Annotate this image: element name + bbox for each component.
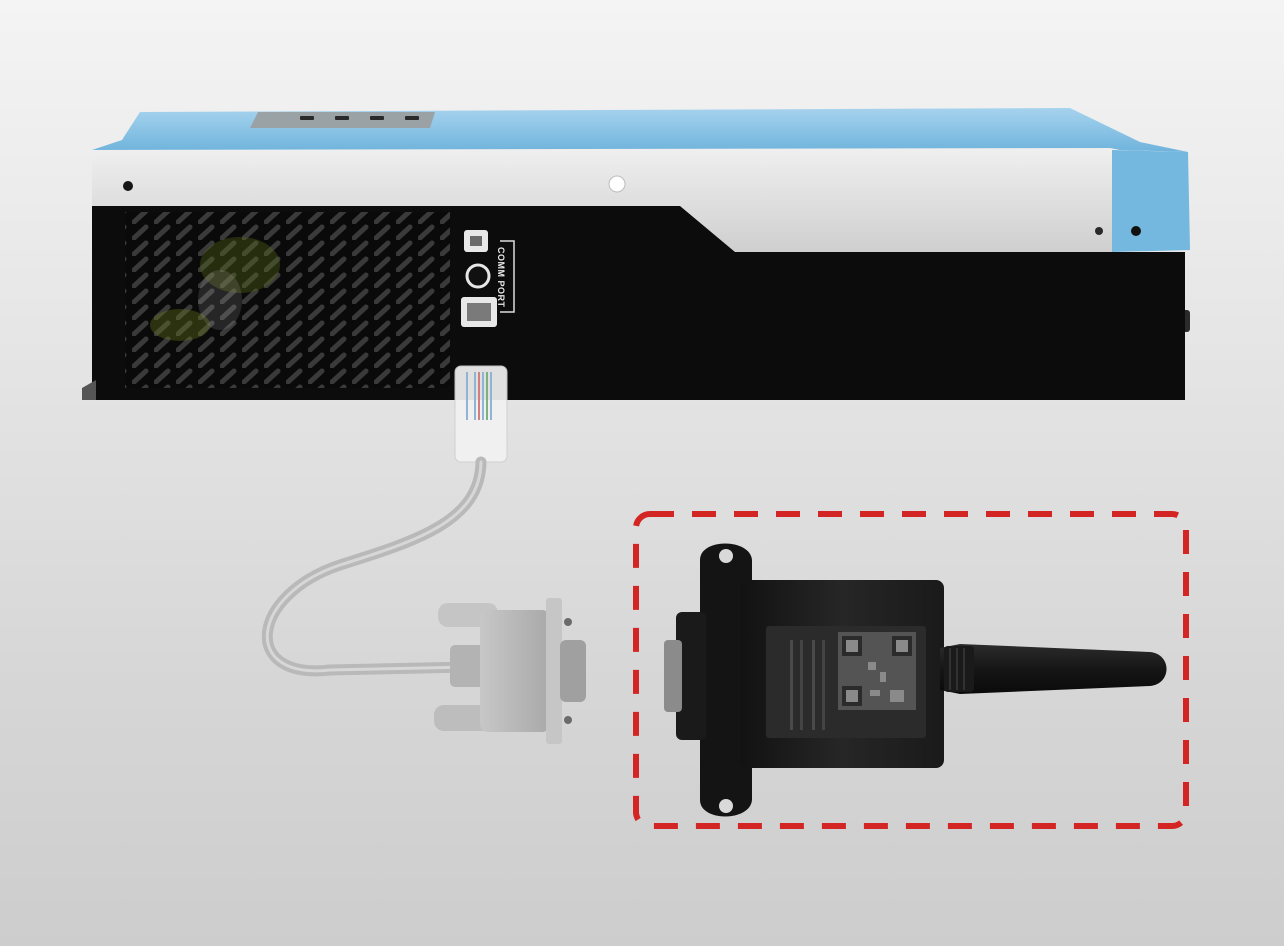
panel-sticker <box>608 175 626 193</box>
inverter <box>82 108 1190 400</box>
button-1 <box>300 116 314 120</box>
inverter-side-panel <box>92 150 1112 252</box>
end-cap-screw <box>1131 226 1141 236</box>
inverter-end-cap <box>1112 150 1190 252</box>
comm-port-label: COMM PORT <box>496 247 506 308</box>
db9-connector <box>434 598 586 744</box>
wifi-dongle <box>664 543 1167 817</box>
inverter-top-face <box>92 108 1188 152</box>
vent-grille <box>125 212 450 388</box>
panel-screw-right <box>1095 227 1103 235</box>
rj45-plug <box>454 365 508 463</box>
button-3 <box>370 116 384 120</box>
highlight-box <box>633 511 1189 829</box>
qr-code <box>838 632 916 710</box>
rs232-cable <box>261 365 586 744</box>
cable-wire <box>261 456 487 677</box>
round-port <box>465 263 491 289</box>
dongle-antenna <box>940 644 1167 694</box>
button-2 <box>335 116 349 120</box>
dongle-flange <box>700 543 752 817</box>
button-4 <box>405 116 419 120</box>
panel-screw-left <box>123 181 133 191</box>
